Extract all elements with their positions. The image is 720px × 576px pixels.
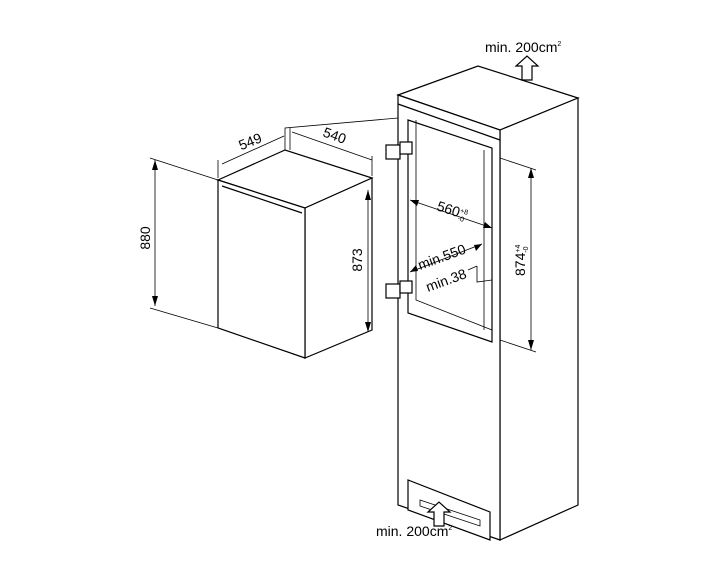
- dimension-873: 873: [349, 190, 371, 332]
- cabinet: [396, 65, 580, 541]
- vent-arrow-top-icon: [514, 55, 540, 81]
- vent-arrow-bottom-icon: [426, 501, 452, 527]
- label-549: 549: [236, 129, 264, 153]
- open-door-outline: [284, 117, 399, 150]
- label-vent-bottom: min. 200cm2: [376, 523, 452, 539]
- dimension-874: 874+4-0: [499, 157, 537, 353]
- label-880: 880: [137, 226, 153, 250]
- label-vent-top: min. 200cm2: [485, 39, 561, 55]
- appliance: [216, 149, 374, 359]
- label-540: 540: [321, 124, 349, 147]
- dimension-560: 560+8-0: [409, 198, 493, 229]
- hinge-bottom: [385, 280, 413, 299]
- label-560: 560+8-0: [434, 198, 469, 225]
- label-873: 873: [349, 248, 365, 272]
- label-874: 874+4-0: [512, 245, 530, 276]
- dimension-880: 880: [137, 157, 219, 329]
- dimension-540: 540: [291, 124, 373, 176]
- hinge-top: [385, 141, 413, 160]
